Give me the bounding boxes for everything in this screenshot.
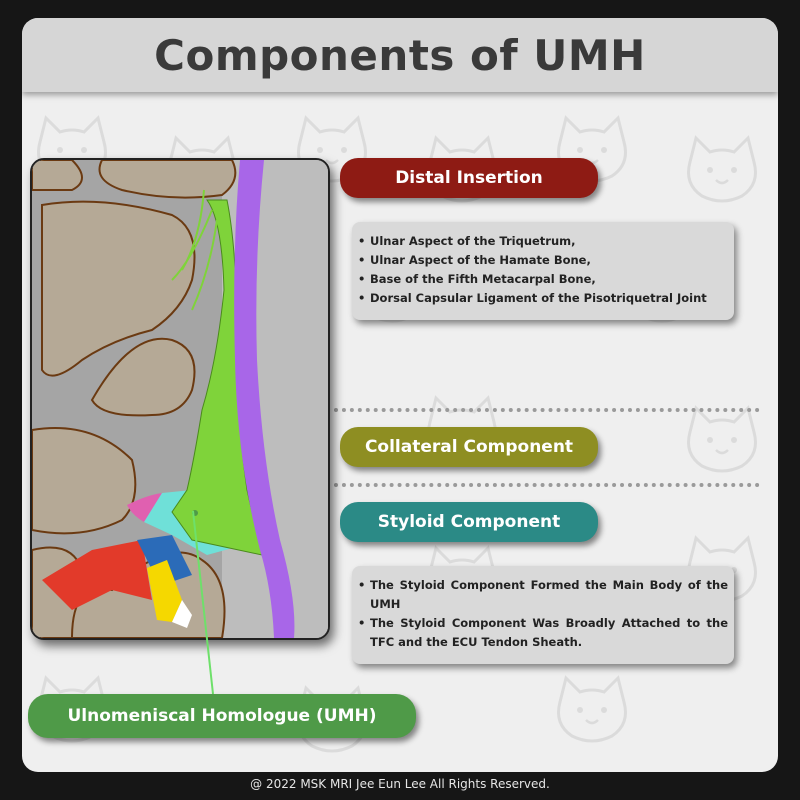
blue-structure: [137, 535, 192, 585]
page-title: Components of UMH: [154, 30, 646, 80]
anatomy-illustration: [30, 158, 330, 640]
white-structure: [172, 600, 192, 628]
collateral-component-text: Collateral Component: [364, 437, 574, 457]
bone-lunate: [32, 427, 137, 535]
dotted-divider-lower: [40, 483, 760, 487]
title-bar: Components of UMH: [22, 18, 778, 92]
distal-insertion-item: Ulnar Aspect of the Hamate Bone,: [358, 251, 734, 270]
bone-top: [98, 160, 237, 199]
purple-ecu-band: [234, 160, 295, 638]
styloid-component-text: Styloid Component: [377, 512, 561, 532]
styloid-component-card: The Styloid Component Formed the Main Bo…: [352, 566, 734, 664]
umh-pointer-dot: [192, 510, 198, 516]
dotted-divider-upper: [40, 408, 760, 412]
styloid-item: The Styloid Component Formed the Main Bo…: [358, 576, 728, 614]
distal-insertion-item: Base of the Fifth Metacarpal Bone,: [358, 270, 734, 289]
umh-text: Ulnomeniscal Homologue (UMH): [67, 706, 377, 726]
styloid-item: The Styloid Component Was Broadly Attach…: [358, 614, 728, 652]
distal-insertion-card: Ulnar Aspect of the Triquetrum, Ulnar As…: [352, 222, 734, 320]
distal-insertion-label: Distal Insertion: [340, 158, 598, 198]
pink-structure: [127, 493, 162, 522]
bone-top-left: [32, 160, 83, 191]
wrist-illustration: [32, 160, 328, 638]
bone-hamate: [41, 200, 196, 377]
umh-fibers: [171, 189, 218, 311]
distal-insertion-item: Dorsal Capsular Ligament of the Pisotriq…: [358, 289, 734, 308]
distal-insertion-item: Ulnar Aspect of the Triquetrum,: [358, 232, 734, 251]
umh-label: Ulnomeniscal Homologue (UMH): [28, 694, 416, 738]
copyright-footer: @ 2022 MSK MRI Jee Eun Lee All Rights Re…: [250, 777, 550, 791]
distal-insertion-text: Distal Insertion: [395, 168, 543, 188]
yellow-structure: [147, 560, 182, 622]
styloid-component-label: Styloid Component: [340, 502, 598, 542]
red-structure: [42, 540, 152, 610]
bone-triquetrum: [90, 337, 196, 417]
collateral-component-label: Collateral Component: [340, 427, 598, 467]
